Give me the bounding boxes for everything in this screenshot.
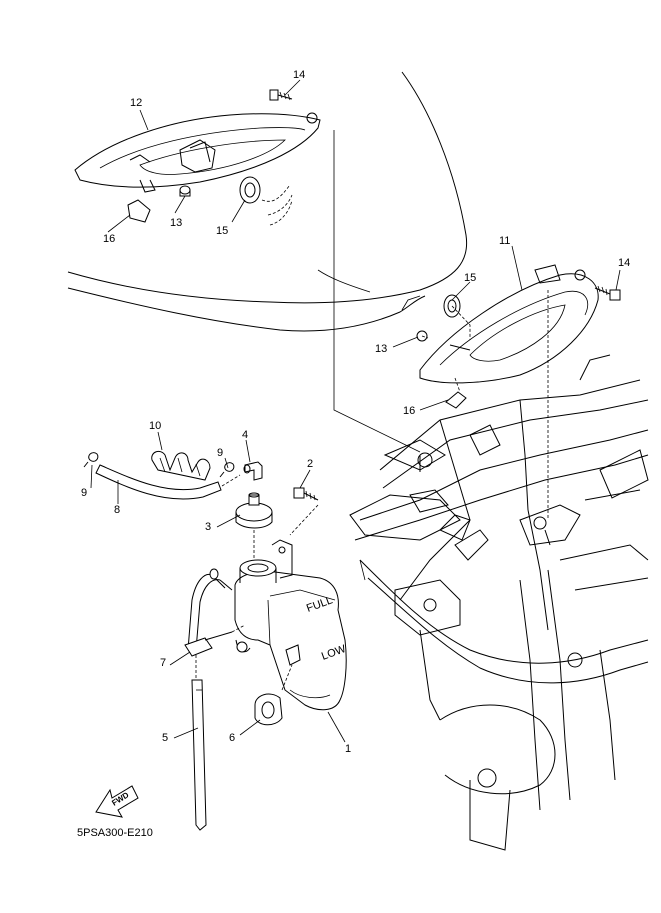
label-part-9-left: 9 xyxy=(81,487,87,499)
hose-clip-9-left xyxy=(83,452,99,468)
label-part-13-left: 13 xyxy=(170,217,182,229)
bolt-2 xyxy=(289,487,319,536)
grommet-15-left xyxy=(239,176,293,226)
fuel-tank-outline xyxy=(67,71,468,332)
clip-16-left xyxy=(127,199,151,223)
forward-arrow-icon: FWD xyxy=(95,785,139,818)
breather-hose-8 xyxy=(95,464,241,500)
label-part-16-left: 16 xyxy=(103,233,115,245)
oil-tank: FULL LOW xyxy=(234,539,348,711)
label-part-7: 7 xyxy=(160,657,166,669)
frame-assembly xyxy=(349,354,649,851)
diagram-reference-code: 5PSA300-E210 xyxy=(77,827,153,839)
label-part-5: 5 xyxy=(162,732,168,744)
label-part-16-right: 16 xyxy=(403,405,415,417)
label-part-12: 12 xyxy=(130,97,142,109)
clip-16-right xyxy=(445,377,467,409)
screw-14-right xyxy=(594,285,621,301)
label-part-14-right: 14 xyxy=(618,257,630,269)
hose-fitting-4 xyxy=(243,461,263,481)
label-part-11: 11 xyxy=(499,235,510,247)
hose-protector-10 xyxy=(151,450,211,481)
label-part-15-left: 15 xyxy=(216,225,228,237)
screw-14-left xyxy=(269,89,293,101)
label-part-15-right: 15 xyxy=(464,272,476,284)
label-part-8: 8 xyxy=(114,504,120,516)
label-part-1: 1 xyxy=(345,743,351,755)
label-part-2: 2 xyxy=(307,458,313,470)
side-cover-right xyxy=(419,264,599,384)
label-part-13-right: 13 xyxy=(375,343,387,355)
label-part-4: 4 xyxy=(242,429,248,441)
label-part-14-left: 14 xyxy=(293,69,305,81)
label-part-10: 10 xyxy=(149,420,161,432)
side-cover-left xyxy=(74,112,321,193)
part-labels: 14 12 13 15 16 11 14 15 13 16 10 4 9 2 9… xyxy=(81,69,630,755)
level-hose-5 xyxy=(187,568,233,831)
leader-lines xyxy=(90,79,621,743)
grommet-6 xyxy=(254,664,293,726)
alignment-lines xyxy=(333,130,549,520)
tank-cap xyxy=(235,492,273,560)
hose-clip-9-right xyxy=(219,462,235,478)
collar-13-left xyxy=(179,185,191,197)
label-part-3: 3 xyxy=(205,521,211,533)
label-part-6: 6 xyxy=(229,732,235,744)
label-part-9-right: 9 xyxy=(217,447,223,459)
